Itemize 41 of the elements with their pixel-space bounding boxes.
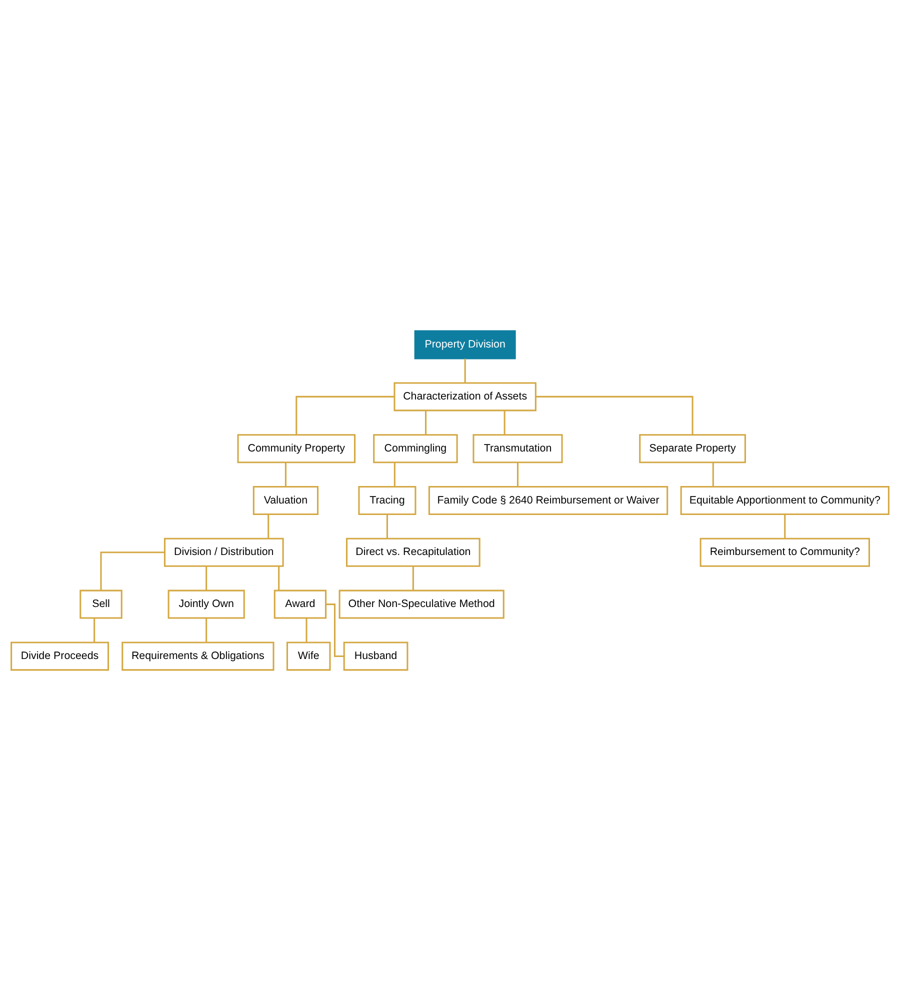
node-box: Valuation	[252, 486, 319, 514]
connector	[386, 514, 388, 538]
node-box: Direct vs. Recapitulation	[346, 537, 480, 566]
connector	[326, 603, 344, 656]
node-box: Wife	[286, 641, 331, 670]
node-box: Commingling	[373, 434, 458, 463]
node-box: Tracing	[358, 486, 416, 514]
node-box: Property Division	[414, 330, 516, 359]
node-box: Divide Proceeds	[10, 641, 109, 670]
node-box: Reimbursement to Community?	[700, 537, 870, 566]
connector	[412, 566, 414, 590]
node-box: Jointly Own	[168, 589, 245, 618]
connector	[394, 462, 396, 486]
connector	[516, 462, 518, 486]
node-box: Husband	[343, 641, 408, 670]
connector	[306, 618, 308, 642]
connector	[284, 462, 286, 486]
node-box: Separate Property	[639, 434, 746, 463]
node-box: Family Code § 2640 Reimbursement or Waiver	[428, 486, 668, 514]
node-box: Other Non-Speculative Method	[338, 589, 504, 618]
connector	[206, 618, 208, 642]
connector	[278, 566, 280, 590]
node-box: Transmutation	[472, 434, 563, 463]
connector	[268, 514, 270, 538]
connector	[425, 410, 427, 434]
connector	[94, 618, 96, 642]
connector	[784, 514, 786, 538]
connector	[100, 551, 165, 590]
connector	[464, 358, 466, 382]
node-box: Community Property	[237, 434, 356, 463]
node-box: Division / Distribution	[164, 537, 284, 566]
connector	[712, 462, 714, 486]
node-box: Requirements & Obligations	[122, 641, 274, 670]
connector	[504, 410, 506, 434]
connector	[206, 566, 208, 590]
node-box: Sell	[80, 589, 122, 618]
connector	[296, 395, 394, 434]
node-box: Award	[274, 589, 327, 618]
connector	[536, 395, 694, 434]
node-box: Equitable Apportionment to Community?	[680, 486, 890, 514]
node-box: Characterization of Assets	[394, 382, 536, 411]
